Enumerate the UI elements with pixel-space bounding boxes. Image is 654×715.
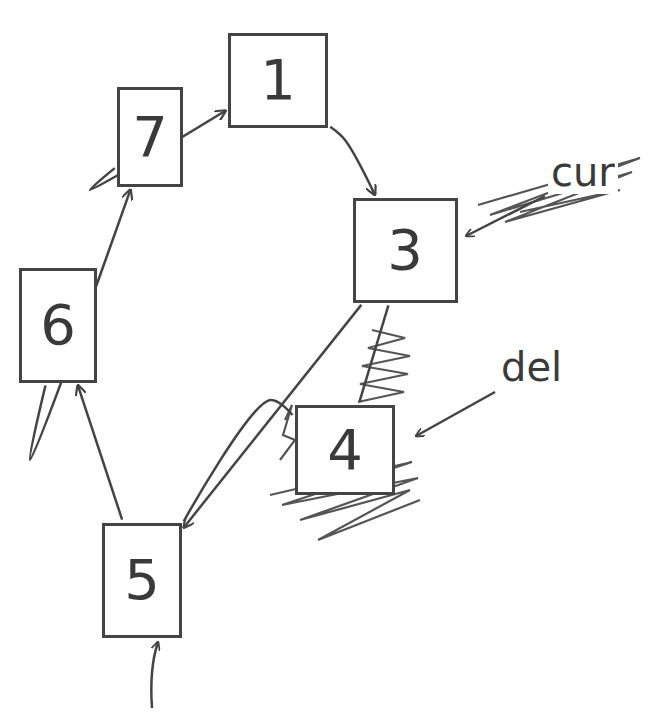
pointer-arrow [330,127,375,195]
node-value: 5 [124,552,160,608]
pointer-label: cur [548,150,618,194]
scribble [280,405,295,460]
pointer-arrow [184,400,293,521]
list-node-box: 7 [117,87,183,187]
pointer-label: del [498,345,565,389]
pointer-arrow [78,385,122,519]
node-value: 7 [132,109,168,165]
node-value: 1 [260,52,296,108]
list-node-box: 6 [19,268,97,383]
list-node-box: 4 [295,405,395,495]
node-value: 4 [327,422,363,478]
scribble [358,330,410,402]
node-value: 3 [387,222,423,278]
leader-arrow [466,196,545,236]
head-pointer [151,642,158,708]
node-value: 6 [40,297,76,353]
list-node-box: 3 [353,198,458,303]
pointer-arrow [359,305,388,402]
leader-arrow [416,392,495,436]
list-node-box: 1 [228,33,328,128]
list-node-box: 5 [102,523,182,638]
